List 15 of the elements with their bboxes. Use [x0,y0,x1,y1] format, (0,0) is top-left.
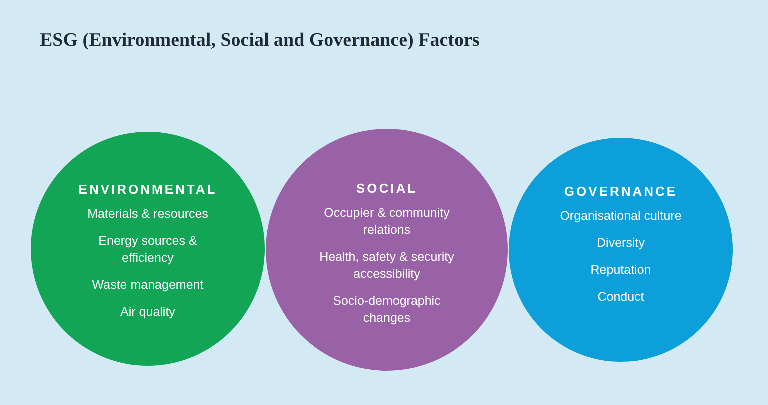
factor-text: Health, safety & security accessibility [318,249,456,283]
factor-text: Occupier & community relations [323,205,451,239]
category-heading: ENVIRONMENTAL [78,182,218,197]
factor-text: Diversity [597,235,645,252]
factor-text: Energy sources & efficiency [98,233,198,267]
factor-text: Socio-demographic changes [332,293,442,327]
category-heading: SOCIAL [356,181,418,196]
factor-text: Air quality [120,304,176,321]
factor-text: Waste management [92,277,204,294]
factor-text: Materials & resources [88,206,208,223]
factor-text: Reputation [590,262,652,279]
factor-text: Organisational culture [560,208,682,225]
category-heading: GOVERNANCE [564,184,678,199]
factor-text: Conduct [598,289,644,306]
title: ESG (Environmental, Social and Governance) Factors [40,30,480,52]
